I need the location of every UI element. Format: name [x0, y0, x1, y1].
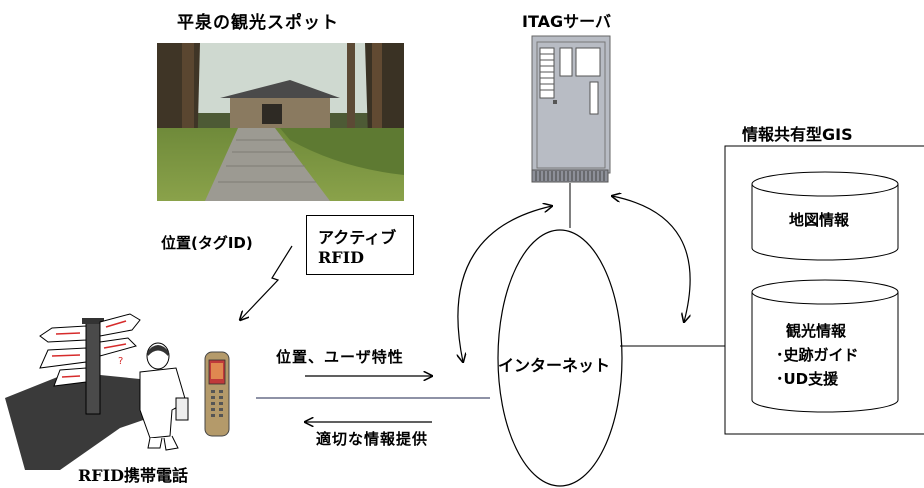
- active-rfid-line2: RFID: [318, 248, 365, 267]
- db-tour-line1: 観光情報: [786, 322, 847, 340]
- internet-label: インターネット: [498, 356, 611, 375]
- temple-photo: [157, 43, 404, 201]
- db-tour-cylinder: [751, 279, 899, 413]
- server-icon: [531, 35, 611, 183]
- server-title: ITAGサーバ: [522, 12, 611, 31]
- db-tour-line3: ･UD支援: [776, 370, 839, 388]
- active-rfid-line1: アクティブ: [318, 228, 397, 247]
- person-at-signpost-icon: ?: [5, 313, 189, 470]
- position-tag-label: 位置(タグID): [161, 234, 253, 252]
- curved-arrow-right: [612, 196, 690, 322]
- db-tour-line2: ･史跡ガイド: [776, 346, 859, 364]
- wireless-signal-icon: [240, 245, 293, 320]
- position-user-label: 位置、ユーザ特性: [276, 348, 404, 366]
- curved-arrow-left: [458, 206, 552, 362]
- gis-title: 情報共有型GIS: [742, 125, 853, 144]
- db-map-cylinder: [751, 171, 899, 261]
- info-provide-label: 適切な情報提供: [316, 430, 429, 448]
- active-rfid-box: [306, 215, 414, 275]
- svg-text:?: ?: [118, 356, 123, 367]
- mobile-phone-icon: [204, 351, 230, 437]
- spot-title: 平泉の観光スポット: [177, 13, 339, 33]
- db-map-label: 地図情報: [789, 211, 850, 229]
- phone-label: RFID携帯電話: [78, 466, 189, 485]
